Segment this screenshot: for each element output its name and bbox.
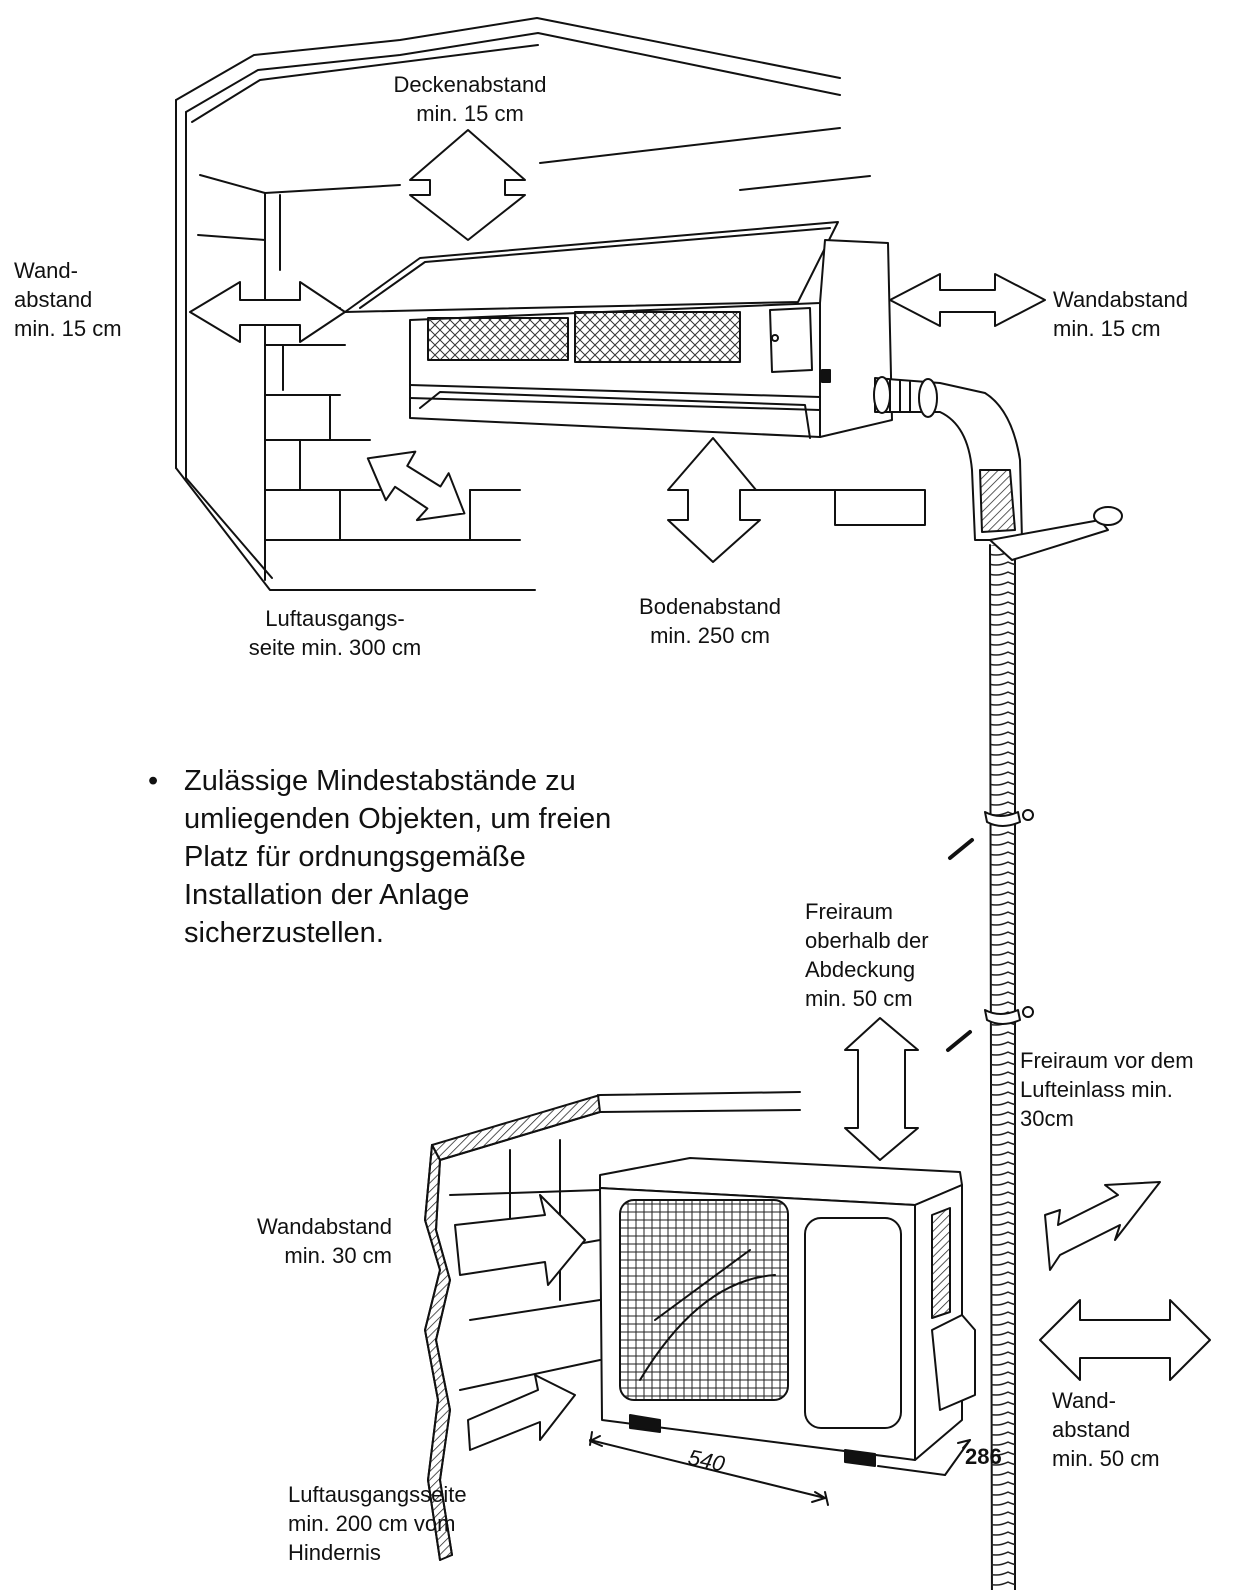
label-floor-clearance: Bodenabstand min. 250 cm: [639, 594, 781, 648]
label-ceiling-clearance: Deckenabstand min. 15 cm: [393, 72, 547, 126]
outdoor-wall: [425, 1092, 800, 1560]
arrow-floor: [668, 438, 760, 562]
label-air-inlet-front: Freiraum vor dem Lufteinlass min. 30cm: [1020, 1048, 1194, 1131]
label-air-outlet-outdoor: Luftausgangsseite min. 200 cm vom Hinder…: [288, 1482, 467, 1565]
label-air-outlet-indoor: Luftausgangs- seite min. 300 cm: [248, 606, 422, 660]
note-bullet: •: [148, 765, 159, 797]
label-wall-clearance-right: Wandabstand min. 15 cm: [1053, 287, 1188, 341]
arrow-wall-outdoor-right: [1040, 1300, 1210, 1380]
arrow-above-cover: [845, 1018, 918, 1160]
arrow-air-out-indoor: [368, 446, 465, 526]
arrow-air-out-outdoor: [468, 1375, 575, 1450]
indoor-unit: [345, 222, 892, 438]
label-wall-clearance-outdoor-right: Wand- abstand min. 50 cm: [1052, 1388, 1160, 1471]
label-above-cover: Freiraum oberhalb der Abdeckung min. 50 …: [805, 899, 929, 1011]
arrow-air-inlet-front: [1045, 1182, 1160, 1270]
label-wall-clearance-left: Wand- abstand min. 15 cm: [14, 258, 122, 341]
label-wall-clearance-outdoor-left: Wandabstand min. 30 cm: [257, 1214, 392, 1268]
arrow-wall-outdoor-left: [455, 1195, 585, 1285]
arrow-wall-left: [190, 282, 345, 342]
outdoor-unit: [600, 1158, 975, 1466]
arrow-ceiling: [410, 130, 525, 240]
refrigerant-pipe: [874, 377, 1122, 1590]
note-text: Zulässige Mindestabstände zu umliegenden…: [184, 765, 612, 949]
dimension-lines: [590, 1432, 970, 1505]
arrow-wall-right: [890, 274, 1045, 326]
dimension-depth: 286: [965, 1444, 1002, 1469]
